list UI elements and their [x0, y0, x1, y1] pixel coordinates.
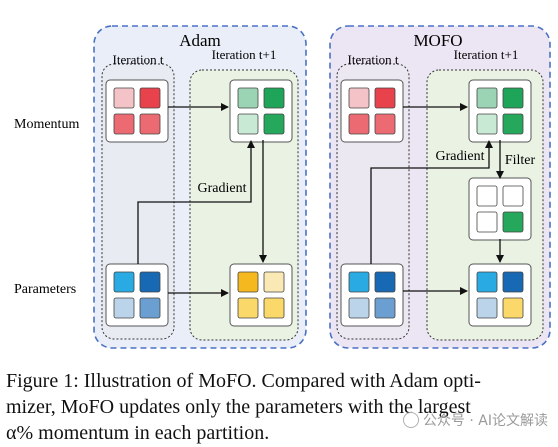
- mofo-filter-cell: [502, 185, 524, 207]
- wechat-icon: [402, 412, 419, 428]
- adam-momentum-t-cell: [139, 87, 161, 109]
- adam-params-t-cell: [139, 297, 161, 319]
- mofo-momentum-t-cell: [374, 87, 396, 109]
- adam-momentum-t1: [229, 79, 293, 143]
- adam-momentum-t1-cell: [237, 113, 259, 135]
- adam-arrow-gradient: [137, 140, 255, 264]
- mofo-params-t1-cell: [502, 297, 524, 319]
- mofo-arrow-gradient: [370, 140, 493, 264]
- adam-panel: Adam Iteration t Iteration t+1 Gradient: [93, 25, 307, 349]
- mofo-params-t1-cell: [476, 297, 498, 319]
- mofo-panel-title: MOFO: [413, 31, 462, 50]
- caption-line-2: mizer, MoFO updates only the parameters …: [6, 396, 471, 418]
- mofo-momentum-t1-cell: [502, 113, 524, 135]
- adam-col-t1-label: Iteration t+1: [212, 47, 277, 62]
- mofo-params-t1-cell: [502, 271, 524, 293]
- adam-momentum-t1-cell: [263, 113, 285, 135]
- mofo-filter-cell: [476, 185, 498, 207]
- adam-params-t-cell: [113, 297, 135, 319]
- adam-params-t1-cell: [237, 271, 259, 293]
- mofo-params-t1: [468, 263, 532, 327]
- adam-momentum-t: [105, 79, 169, 143]
- row-label-momentum: Momentum: [14, 117, 79, 132]
- watermark: 公众号 · AI论文解读: [402, 410, 548, 430]
- adam-col-t-label: Iteration t: [113, 52, 164, 67]
- mofo-filter-cell: [502, 211, 524, 233]
- adam-params-t1-cell: [237, 297, 259, 319]
- caption-line-3: α% momentum in each partition.: [6, 422, 270, 444]
- mofo-momentum-t-cell: [374, 113, 396, 135]
- watermark-text: 公众号 · AI论文解读: [422, 413, 548, 429]
- adam-params-t-cell: [113, 271, 135, 293]
- adam-momentum-t-cell: [113, 87, 135, 109]
- adam-params-t1-cell: [263, 297, 285, 319]
- mofo-params-t-cell: [374, 297, 396, 319]
- mofo-params-t: [340, 263, 404, 327]
- adam-gradient-label: Gradient: [198, 181, 247, 196]
- mofo-momentum-t: [340, 79, 404, 143]
- mofo-filtered-momentum: [468, 177, 532, 241]
- adam-panel-title: Adam: [179, 31, 221, 50]
- mofo-col-t1-label: Iteration t+1: [454, 47, 519, 62]
- mofo-momentum-t1-cell: [476, 87, 498, 109]
- row-label-parameters: Parameters: [14, 282, 76, 297]
- adam-params-t1-cell: [263, 271, 285, 293]
- mofo-momentum-t-cell: [348, 113, 370, 135]
- caption-line-1: Figure 1: Illustration of MoFO. Compared…: [6, 370, 481, 392]
- adam-momentum-t-cell: [113, 113, 135, 135]
- mofo-col-t-label: Iteration t: [348, 52, 399, 67]
- mofo-gradient-label: Gradient: [436, 149, 485, 164]
- figure-diagram: Momentum Parameters Adam Iteration t Ite…: [14, 25, 551, 349]
- figure-caption: Figure 1: Illustration of MoFO. Compared…: [6, 368, 554, 446]
- mofo-momentum-t1-cell: [476, 113, 498, 135]
- adam-params-t1: [229, 263, 293, 327]
- mofo-momentum-t-cell: [348, 87, 370, 109]
- mofo-params-t-cell: [348, 271, 370, 293]
- adam-momentum-t-cell: [139, 113, 161, 135]
- adam-params-t-cell: [139, 271, 161, 293]
- mofo-momentum-t1: [468, 79, 532, 143]
- adam-momentum-t1-cell: [263, 87, 285, 109]
- adam-params-t: [105, 263, 169, 327]
- mofo-params-t-cell: [348, 297, 370, 319]
- mofo-momentum-t1-cell: [502, 87, 524, 109]
- mofo-params-t-cell: [374, 271, 396, 293]
- mofo-filter-cell: [476, 211, 498, 233]
- mofo-filter-label: Filter: [505, 153, 536, 168]
- mofo-params-t1-cell: [476, 271, 498, 293]
- adam-momentum-t1-cell: [237, 87, 259, 109]
- mofo-panel: MOFO Iteration t Iteration t+1 Gradient …: [329, 25, 551, 349]
